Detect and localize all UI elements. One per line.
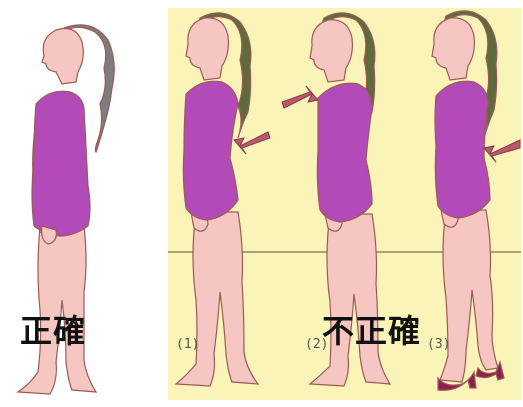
label-correct: 正確 <box>20 306 86 352</box>
leotard <box>435 81 490 218</box>
leotard <box>32 91 90 236</box>
figure-number-1: (1) <box>176 337 199 352</box>
figure-number-3: (3) <box>427 337 450 352</box>
leotard <box>317 83 372 222</box>
leotard <box>183 81 238 220</box>
label-incorrect: 不正確 <box>322 306 421 352</box>
head <box>42 29 83 85</box>
figure-number-2: (2) <box>305 337 328 352</box>
